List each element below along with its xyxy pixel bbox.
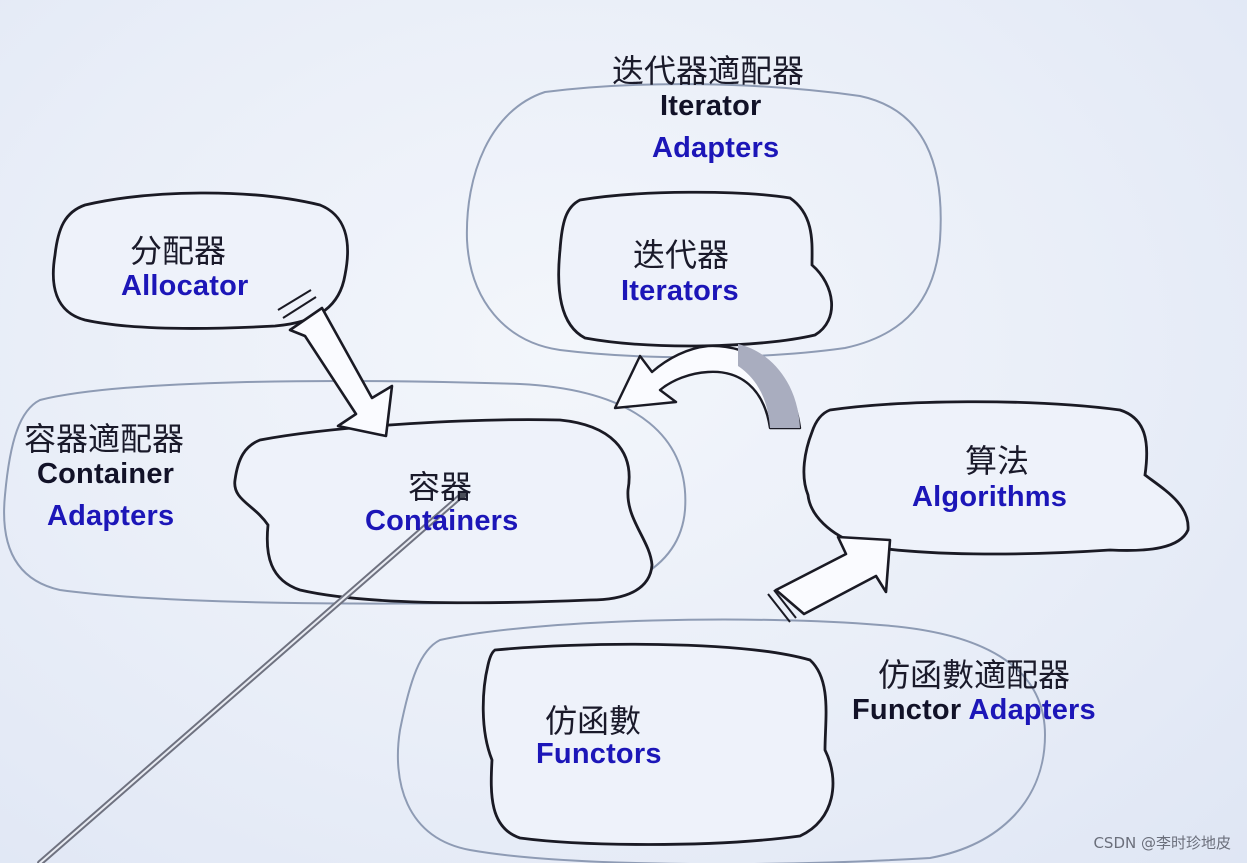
allocator-to-containers-arrow bbox=[277, 289, 394, 438]
algorithms-en: Algorithms bbox=[912, 481, 1068, 513]
functors-blob bbox=[481, 642, 835, 846]
iterators-blob bbox=[557, 190, 833, 348]
algorithms-blob bbox=[802, 400, 1190, 556]
iterator-adapters-en-line1: Iterator bbox=[660, 90, 762, 122]
iterators-to-containers-arrow bbox=[613, 344, 802, 430]
functor-adapters-zh: 仿函數適配器 bbox=[878, 656, 1071, 694]
watermark: CSDN @李时珍地皮 bbox=[1093, 834, 1231, 852]
iterator-adapters-region bbox=[465, 83, 942, 359]
containers-zh: 容器 bbox=[408, 468, 473, 506]
functor-adapters-en-line2: Adapters bbox=[968, 694, 1096, 726]
functors-en: Functors bbox=[536, 738, 662, 770]
functors-to-algorithms-arrow bbox=[767, 535, 892, 623]
container-adapters-en-line1: Container bbox=[37, 458, 175, 490]
allocator-en: Allocator bbox=[121, 270, 249, 302]
allocator-zh: 分配器 bbox=[130, 232, 227, 270]
container-adapters-en-line2: Adapters bbox=[47, 500, 175, 532]
iterator-adapters-zh: 迭代器適配器 bbox=[612, 52, 805, 90]
functors-zh: 仿函數 bbox=[545, 702, 642, 740]
iterator-adapters-en-line2: Adapters bbox=[652, 132, 780, 164]
functor-adapters-en: Functor Adapters bbox=[852, 694, 1096, 727]
algorithms-zh: 算法 bbox=[965, 442, 1030, 480]
functor-adapters-region bbox=[396, 618, 1047, 863]
functor-adapters-en-line1: Functor bbox=[852, 694, 962, 726]
containers-en: Containers bbox=[365, 505, 519, 537]
pointer-stick bbox=[37, 491, 466, 863]
allocator-blob bbox=[51, 191, 349, 330]
iterators-zh: 迭代器 bbox=[633, 236, 730, 274]
iterators-en: Iterators bbox=[621, 275, 739, 307]
container-adapters-zh: 容器適配器 bbox=[24, 420, 185, 458]
